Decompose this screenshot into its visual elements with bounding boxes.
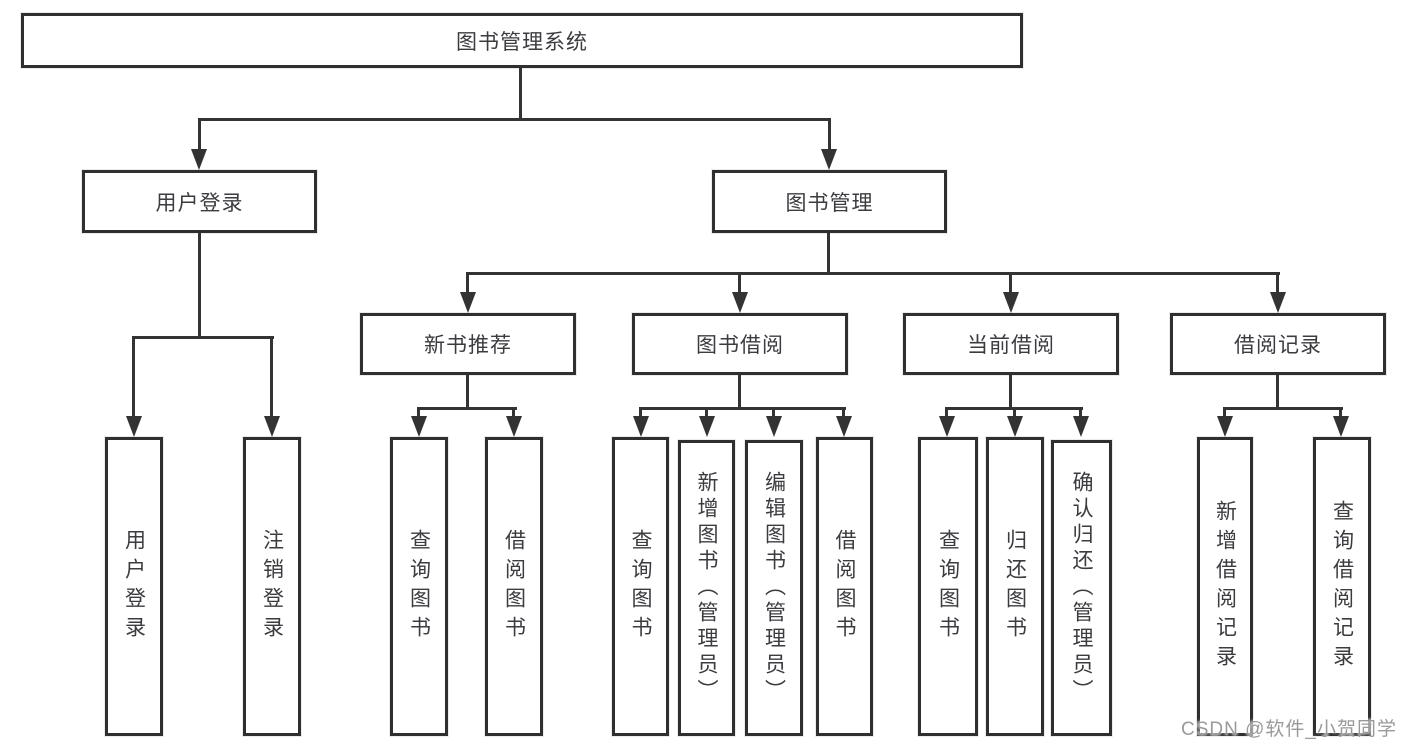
connector-line bbox=[639, 407, 642, 418]
leaf-query-books-recommend: 查询图书 bbox=[390, 437, 448, 736]
connector-line bbox=[1009, 375, 1012, 409]
leaf-add-book-admin-label: 新增图书（管理员） bbox=[695, 471, 718, 705]
leaf-borrow-books-recommend-label: 借阅图书 bbox=[502, 528, 526, 645]
arrowhead-down-icon bbox=[264, 416, 280, 437]
node-root-label: 图书管理系统 bbox=[456, 30, 588, 54]
connector-line bbox=[133, 336, 274, 339]
arrowhead-down-icon bbox=[732, 292, 748, 313]
arrowhead-down-icon bbox=[939, 416, 955, 437]
node-root: 图书管理系统 bbox=[21, 13, 1023, 68]
node-book-borrowing: 图书借阅 bbox=[632, 313, 848, 375]
arrowhead-down-icon bbox=[1007, 416, 1023, 437]
leaf-query-borrow-record-label: 查询借阅记录 bbox=[1330, 499, 1354, 674]
leaf-query-books-current: 查询图书 bbox=[918, 437, 978, 736]
connector-line bbox=[198, 118, 831, 121]
arrowhead-down-icon bbox=[191, 149, 207, 170]
connector-line bbox=[772, 407, 775, 418]
node-book-borrowing-label: 图书借阅 bbox=[696, 334, 784, 357]
connector-line bbox=[1339, 407, 1342, 418]
arrowhead-down-icon bbox=[766, 416, 782, 437]
leaf-add-borrow-record-label: 新增借阅记录 bbox=[1213, 499, 1237, 674]
leaf-logout: 注销登录 bbox=[243, 437, 301, 736]
connector-line bbox=[945, 407, 948, 418]
connector-line bbox=[1013, 407, 1016, 418]
node-current-borrowing-label: 当前借阅 bbox=[967, 334, 1055, 357]
connector-line bbox=[1276, 375, 1279, 409]
leaf-user-login-label: 用户登录 bbox=[122, 528, 146, 645]
arrowhead-down-icon bbox=[1003, 292, 1019, 313]
node-current-borrowing: 当前借阅 bbox=[903, 313, 1119, 375]
node-user-login: 用户登录 bbox=[82, 170, 317, 233]
connector-line bbox=[640, 407, 846, 410]
connector-line bbox=[1079, 407, 1082, 418]
leaf-borrow-books-recommend: 借阅图书 bbox=[485, 437, 543, 736]
connector-line bbox=[738, 272, 741, 295]
connector-line bbox=[466, 272, 1280, 275]
leaf-borrow-books: 借阅图书 bbox=[816, 437, 873, 736]
connector-line bbox=[828, 118, 831, 152]
leaf-add-book-admin: 新增图书（管理员） bbox=[678, 440, 735, 736]
connector-line bbox=[270, 336, 273, 418]
connector-line bbox=[466, 272, 469, 295]
connector-line bbox=[466, 375, 469, 409]
arrowhead-down-icon bbox=[126, 416, 142, 437]
leaf-query-books-current-label: 查询图书 bbox=[936, 528, 960, 645]
arrowhead-down-icon bbox=[836, 416, 852, 437]
node-user-login-label: 用户登录 bbox=[155, 191, 244, 215]
csdn-watermark: CSDN @软件_小贺同学 bbox=[1181, 719, 1397, 740]
arrowhead-down-icon bbox=[460, 292, 476, 313]
leaf-query-borrow-record: 查询借阅记录 bbox=[1313, 437, 1371, 736]
connector-line bbox=[705, 407, 708, 418]
connector-line bbox=[738, 375, 741, 409]
leaf-query-books-recommend-label: 查询图书 bbox=[407, 528, 431, 645]
leaf-confirm-return-admin: 确认归还（管理员） bbox=[1051, 440, 1112, 736]
node-borrowing-records-label: 借阅记录 bbox=[1234, 334, 1322, 357]
connector-line bbox=[198, 233, 201, 338]
arrowhead-down-icon bbox=[411, 416, 427, 437]
leaf-borrow-books-label: 借阅图书 bbox=[833, 528, 856, 645]
leaf-return-book-label: 归还图书 bbox=[1003, 528, 1027, 645]
arrowhead-down-icon bbox=[1270, 292, 1286, 313]
leaf-return-book: 归还图书 bbox=[986, 437, 1044, 736]
connector-line bbox=[827, 233, 830, 274]
arrowhead-down-icon bbox=[506, 416, 522, 437]
arrowhead-down-icon bbox=[633, 416, 649, 437]
leaf-query-books-borrow-label: 查询图书 bbox=[629, 528, 652, 645]
arrowhead-down-icon bbox=[1073, 416, 1089, 437]
connector-line bbox=[1224, 407, 1343, 410]
connector-line bbox=[1009, 272, 1012, 295]
leaf-logout-label: 注销登录 bbox=[260, 528, 284, 645]
arrowhead-down-icon bbox=[821, 149, 837, 170]
leaf-edit-book-admin: 编辑图书（管理员） bbox=[745, 440, 803, 736]
leaf-add-borrow-record: 新增借阅记录 bbox=[1197, 437, 1253, 736]
connector-line bbox=[512, 407, 515, 418]
connector-line bbox=[132, 336, 135, 418]
arrowhead-down-icon bbox=[699, 416, 715, 437]
node-new-book-recommend: 新书推荐 bbox=[360, 313, 576, 375]
leaf-edit-book-admin-label: 编辑图书（管理员） bbox=[762, 471, 786, 705]
arrowhead-down-icon bbox=[1217, 416, 1233, 437]
connector-line bbox=[417, 407, 420, 418]
connector-line bbox=[418, 407, 517, 410]
leaf-confirm-return-admin-label: 确认归还（管理员） bbox=[1070, 471, 1093, 705]
node-book-management: 图书管理 bbox=[712, 170, 947, 233]
leaf-user-login: 用户登录 bbox=[105, 437, 163, 736]
node-book-management-label: 图书管理 bbox=[785, 191, 874, 215]
node-borrowing-records: 借阅记录 bbox=[1170, 313, 1386, 375]
connector-line bbox=[842, 407, 845, 418]
connector-line bbox=[198, 118, 201, 152]
connector-line bbox=[1276, 272, 1279, 295]
connector-line bbox=[1223, 407, 1226, 418]
leaf-query-books-borrow: 查询图书 bbox=[612, 437, 669, 736]
arrowhead-down-icon bbox=[1333, 416, 1349, 437]
connector-line bbox=[519, 68, 522, 120]
node-new-book-recommend-label: 新书推荐 bbox=[424, 334, 512, 357]
